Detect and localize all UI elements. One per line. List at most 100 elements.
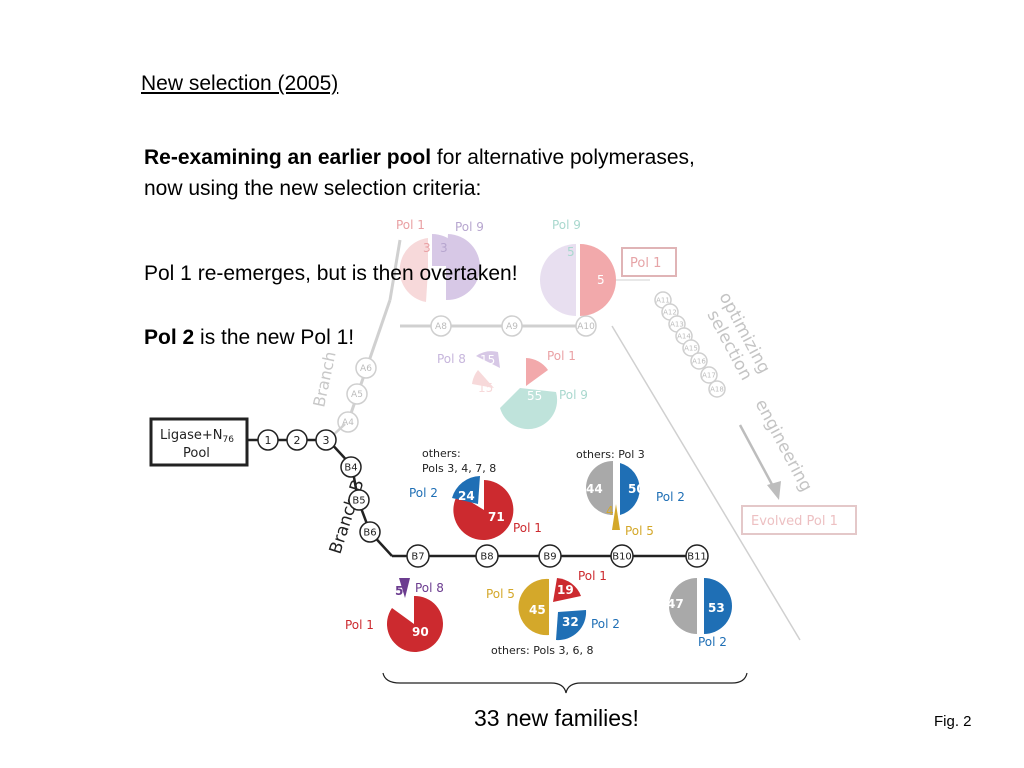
- node-label-A17: A17: [702, 372, 716, 380]
- node-B10: [610, 544, 634, 568]
- node-B5: [348, 489, 370, 511]
- intro-rest: for alternative polymerases,: [431, 146, 695, 169]
- pie-b9-pol1: Pol 1: [578, 569, 607, 583]
- node-A10: [575, 315, 597, 337]
- node-B6: [359, 521, 381, 543]
- node-B4: [340, 456, 362, 478]
- node-label-A11: A11: [656, 297, 670, 305]
- intro-bold: Re-examining an earlier pool: [144, 146, 432, 169]
- evolved-pol1-label: Evolved Pol 1: [751, 514, 838, 529]
- pie-b10-v2: 50: [628, 482, 645, 496]
- pie-b7-pol8: Pol 8: [415, 581, 444, 595]
- node-label-A14: A14: [677, 333, 691, 341]
- pool-box: Ligase+N76 Pool: [149, 417, 249, 467]
- node-label-A12: A12: [663, 309, 677, 317]
- pie-b9: Pol 1 19 Pol 5 45 32 Pol 2 others: Pols …: [486, 569, 620, 657]
- top-nodes: A8 A9 A10: [430, 315, 597, 337]
- pie-b11: 47 53 Pol 2: [667, 578, 732, 649]
- families-caption: 33 new families!: [474, 705, 639, 731]
- node-label-A6: A6: [360, 364, 372, 374]
- node-A5: [346, 383, 368, 405]
- node-A6: [355, 357, 377, 379]
- pie-top2-v1: 5: [567, 245, 575, 259]
- pie-top-2: Pol 9 5 5: [540, 218, 616, 316]
- node-3: [315, 429, 337, 451]
- node-A16: [690, 352, 708, 370]
- pie-top1-v1: 3: [423, 241, 431, 255]
- node-label-B8: B8: [480, 552, 493, 563]
- node-label-B9: B9: [543, 552, 556, 563]
- evolved-pol1-box: Evolved Pol 1: [741, 505, 857, 535]
- pol1-box: Pol 1: [621, 247, 677, 277]
- node-A17: [700, 366, 718, 384]
- pie-top-1: Pol 1 Pol 9 3 3: [396, 218, 484, 302]
- pie-b8-others: others:: [422, 447, 461, 460]
- node-B7: [406, 544, 430, 568]
- pie-b8-others-list: Pols 3, 4, 7, 8: [422, 462, 496, 475]
- node-label-B5: B5: [352, 496, 365, 507]
- pie-b10-v5: 4: [606, 504, 614, 518]
- node-label-B6: B6: [363, 528, 376, 539]
- pie-top2-v2: 5: [597, 273, 605, 287]
- node-label-2: 2: [294, 434, 301, 447]
- node-label-1: 1: [265, 434, 272, 447]
- node-A9: [501, 315, 523, 337]
- families-brace: [382, 672, 748, 694]
- line2-bold: Pol 2: [144, 326, 195, 349]
- pie-b9-v2: 32: [562, 615, 579, 629]
- node-label-A5: A5: [351, 390, 363, 400]
- node-label-A8: A8: [435, 322, 447, 332]
- node-label-B11: B11: [687, 552, 707, 563]
- pool-sub: 76: [222, 435, 234, 445]
- line-pol1-reemerges: Pol 1 re-emerges, but is then overtaken!: [144, 262, 518, 285]
- node-label-A16: A16: [692, 358, 706, 366]
- trunk-nodes: 1 2 3: [257, 429, 337, 451]
- pie-b9-v1: 19: [557, 583, 574, 597]
- pie-b8-pol1: Pol 1: [513, 521, 542, 535]
- pie-mid-v8: 15: [480, 353, 495, 367]
- node-label-A18: A18: [710, 386, 724, 394]
- node-label-3: 3: [323, 434, 330, 447]
- pie-b9-pol2: Pol 2: [591, 617, 620, 631]
- node-label-A13: A13: [670, 321, 684, 329]
- pol1-box-label: Pol 1: [630, 256, 661, 271]
- engineering-label: engineering: [751, 396, 816, 495]
- pie-b10-pol2: Pol 2: [656, 490, 685, 504]
- pie-b8-v1: 71: [488, 510, 505, 524]
- branch-a-nodes: A4 A5 A6: [337, 357, 377, 433]
- svg-text:Ligase+N76: Ligase+N76: [160, 428, 234, 445]
- pie-b11-v2: 53: [708, 601, 725, 615]
- pie-mid-pol1: Pol 1: [547, 349, 576, 363]
- pie-top2-pol9: Pol 9: [552, 218, 581, 232]
- pie-b10: others: Pol 3 44 50 Pol 2 4 Pol 5: [576, 448, 685, 538]
- node-B8: [475, 544, 499, 568]
- node-A8: [430, 315, 452, 337]
- pie-mid-v1: 10: [508, 357, 523, 371]
- node-label-A9: A9: [506, 322, 518, 332]
- pool-line1: Ligase+N: [160, 428, 222, 443]
- branch-b-label: Branch B: [326, 477, 369, 556]
- pie-b10-pol5: Pol 5: [625, 524, 654, 538]
- node-label-A10: A10: [577, 322, 595, 332]
- pie-b11-pol2: Pol 2: [698, 635, 727, 649]
- pool-line2: Pool: [183, 446, 210, 461]
- pie-b11-v-others: 47: [667, 597, 684, 611]
- pie-b7-v1: 90: [412, 625, 429, 639]
- node-A18: [708, 380, 726, 398]
- pie-mid-pol9: Pol 9: [559, 388, 588, 402]
- pie-mid-vx: 15: [478, 381, 493, 395]
- pie-b9-others: others: Pols 3, 6, 8: [491, 644, 593, 657]
- pie-b9-pol5: Pol 5: [486, 587, 515, 601]
- node-2: [286, 429, 308, 451]
- line-pol2-new: Pol 2 is the new Pol 1!: [144, 326, 354, 350]
- node-B9: [538, 544, 562, 568]
- node-label-A4: A4: [342, 418, 354, 428]
- pie-mid-pol8: Pol 8: [437, 352, 466, 366]
- line2-rest: is the new Pol 1!: [194, 326, 355, 349]
- pie-b9-v5: 45: [529, 603, 546, 617]
- pie-b10-v-others: 44: [586, 482, 603, 496]
